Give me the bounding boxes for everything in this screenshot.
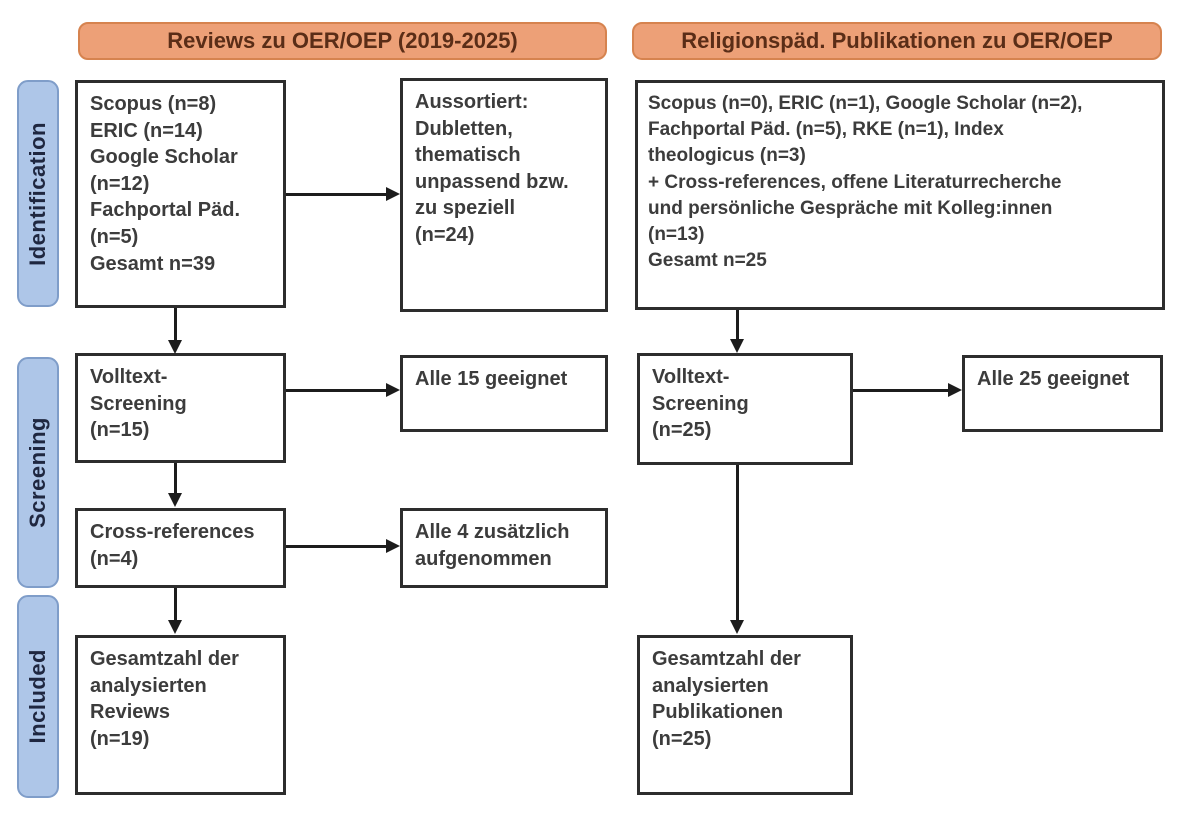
column-header-left-label: Reviews zu OER/OEP (2019-2025) xyxy=(167,28,518,53)
arrow-crossref-to-included-left-head xyxy=(168,620,182,634)
arrow-sources-to-fulltext-right xyxy=(736,310,739,341)
arrow-fulltext-to-result-left xyxy=(286,389,388,392)
box-left-fulltext-screening: Volltext- Screening (n=15) xyxy=(75,353,286,463)
stage-label-included: Included xyxy=(17,595,59,798)
box-left-fulltext-result: Alle 15 geeignet xyxy=(400,355,608,432)
box-right-fulltext-result: Alle 25 geeignet xyxy=(962,355,1163,432)
arrow-crossref-to-result-head xyxy=(386,539,400,553)
arrow-fulltext-to-result-right-head xyxy=(948,383,962,397)
arrow-fulltext-to-crossref-head xyxy=(168,493,182,507)
stage-label-identification-text: Identification xyxy=(25,121,50,266)
arrow-sources-to-excluded xyxy=(286,193,388,196)
arrow-fulltext-to-result-right xyxy=(853,389,950,392)
arrow-crossref-to-result xyxy=(286,545,388,548)
arrow-fulltext-to-included-right-head xyxy=(730,620,744,634)
box-right-fulltext-screening: Volltext- Screening (n=25) xyxy=(637,353,853,465)
box-left-cross-references-result: Alle 4 zusätzlich aufgenommen xyxy=(400,508,608,588)
arrow-crossref-to-included-left xyxy=(174,588,177,622)
column-header-right-label: Religionspäd. Publikationen zu OER/OEP xyxy=(681,28,1113,53)
arrow-sources-to-fulltext-right-head xyxy=(730,339,744,353)
box-left-sources: Scopus (n=8) ERIC (n=14) Google Scholar … xyxy=(75,80,286,308)
stage-label-included-text: Included xyxy=(25,649,50,744)
arrow-fulltext-to-result-left-head xyxy=(386,383,400,397)
column-header-right: Religionspäd. Publikationen zu OER/OEP xyxy=(632,22,1162,60)
box-left-included-total: Gesamtzahl der analysierten Reviews (n=1… xyxy=(75,635,286,795)
box-left-cross-references: Cross-references (n=4) xyxy=(75,508,286,588)
box-right-included-total: Gesamtzahl der analysierten Publikatione… xyxy=(637,635,853,795)
arrow-fulltext-to-crossref xyxy=(174,463,177,495)
column-header-left: Reviews zu OER/OEP (2019-2025) xyxy=(78,22,607,60)
arrow-sources-to-fulltext-left-head xyxy=(168,340,182,354)
stage-label-screening-text: Screening xyxy=(25,417,50,528)
arrow-sources-to-excluded-head xyxy=(386,187,400,201)
box-right-sources: Scopus (n=0), ERIC (n=1), Google Scholar… xyxy=(635,80,1165,310)
arrow-fulltext-to-included-right xyxy=(736,465,739,622)
stage-label-screening: Screening xyxy=(17,357,59,588)
box-left-excluded: Aussortiert: Dubletten, thematisch unpas… xyxy=(400,78,608,312)
arrow-sources-to-fulltext-left xyxy=(174,308,177,342)
stage-label-identification: Identification xyxy=(17,80,59,307)
